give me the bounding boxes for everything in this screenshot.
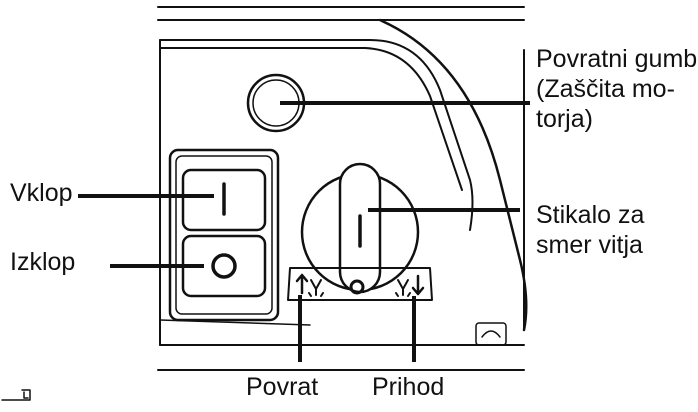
direction-label-line-2: smer vitja bbox=[536, 231, 643, 259]
direction-switch-label: Stikalo za smer vitja bbox=[536, 200, 644, 260]
reset-label-line-2: (Zaščita mo- bbox=[536, 75, 675, 103]
corner-icon bbox=[1, 389, 31, 401]
forward-arrow bbox=[411, 274, 425, 296]
leader-lines bbox=[78, 101, 530, 362]
on-label: Vklop bbox=[10, 179, 73, 207]
reset-button-label: Povratni gumb (Zaščita mo- torja) bbox=[536, 44, 697, 134]
power-switch-block bbox=[168, 148, 280, 322]
socket-drawing bbox=[475, 322, 507, 346]
direction-knob bbox=[287, 162, 433, 301]
forward-label: Prihod bbox=[372, 373, 445, 401]
reset-label-line-1: Povratni gumb bbox=[536, 45, 698, 73]
housing-outline bbox=[157, 6, 528, 371]
off-label: Izklop bbox=[10, 248, 76, 276]
back-arrow bbox=[295, 273, 309, 295]
neutral-symbol bbox=[349, 279, 365, 295]
off-symbol bbox=[211, 253, 237, 279]
back-label: Povrat bbox=[246, 373, 319, 401]
reset-label-line-3: torja) bbox=[536, 105, 593, 133]
on-key bbox=[181, 168, 267, 232]
direction-label-line-1: Stikalo za bbox=[536, 201, 645, 229]
